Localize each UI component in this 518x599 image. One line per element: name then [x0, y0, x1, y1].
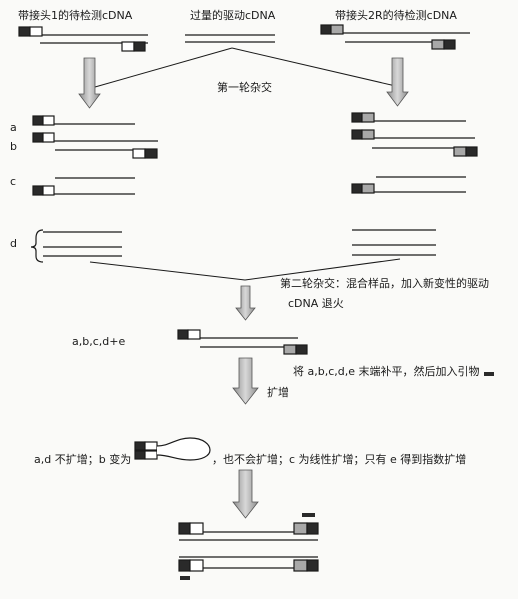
down-arrow-center-2 [235, 285, 256, 321]
down-arrow-right-1 [386, 57, 409, 107]
primer-mark-2 [302, 513, 315, 517]
driver-duplex [185, 34, 275, 43]
label-a: a [10, 121, 17, 134]
round2-label-line2: cDNA 退火 [288, 297, 344, 310]
adapter1-dark-r [133, 41, 146, 52]
round2-label-line1: 第二轮杂交：混合样品，加入新变性的驱动 [280, 276, 489, 290]
down-arrow-center-4 [232, 469, 259, 519]
final-duplex-1 [178, 522, 319, 541]
amplify-label: 扩增 [267, 385, 289, 399]
right-product-d [352, 229, 436, 256]
header-right-label: 带接头2R的待检测cDNA [335, 8, 457, 22]
fill-in-label: 将 a,b,c,d,e 末端补平，然后加入引物 [293, 364, 480, 378]
round1-label: 第一轮杂交 [217, 80, 272, 94]
label-c: c [10, 175, 16, 188]
pan-handle-structure [134, 437, 211, 461]
adapter1-dark [18, 26, 31, 37]
product-e-duplex [177, 329, 308, 355]
down-arrow-left-1 [78, 57, 101, 109]
round2-converge-lines [89, 258, 401, 281]
down-arrow-center-3 [232, 357, 259, 405]
right-product-a [351, 112, 466, 123]
round1-converge-lines [94, 47, 401, 88]
label-b: b [10, 140, 17, 153]
primer-mark-1 [484, 372, 494, 376]
primer-mark-3 [180, 576, 190, 580]
d-brace [30, 229, 44, 263]
left-product-c [32, 177, 135, 196]
adapter1-white-r [121, 41, 135, 52]
abcde-label: a,b,c,d+e [72, 335, 125, 348]
result-label-part1: a,d 不扩增；b 变为 [34, 452, 131, 466]
left-product-d [43, 231, 122, 257]
left-product-a [32, 115, 135, 126]
result-label-part2: ，也不会扩增；c 为线性扩增；只有 e 得到指数扩增 [212, 452, 466, 466]
tester2r-duplex [320, 24, 470, 50]
label-d: d [10, 237, 17, 250]
header-left-label: 带接头1的待检测cDNA [18, 8, 133, 22]
header-middle-label: 过量的驱动cDNA [190, 8, 276, 22]
tester1-duplex [18, 26, 148, 52]
left-product-b [32, 132, 158, 159]
final-duplex-2 [178, 556, 319, 572]
right-product-c [351, 176, 466, 194]
right-product-b [351, 129, 478, 157]
adapter1-white [29, 26, 43, 37]
